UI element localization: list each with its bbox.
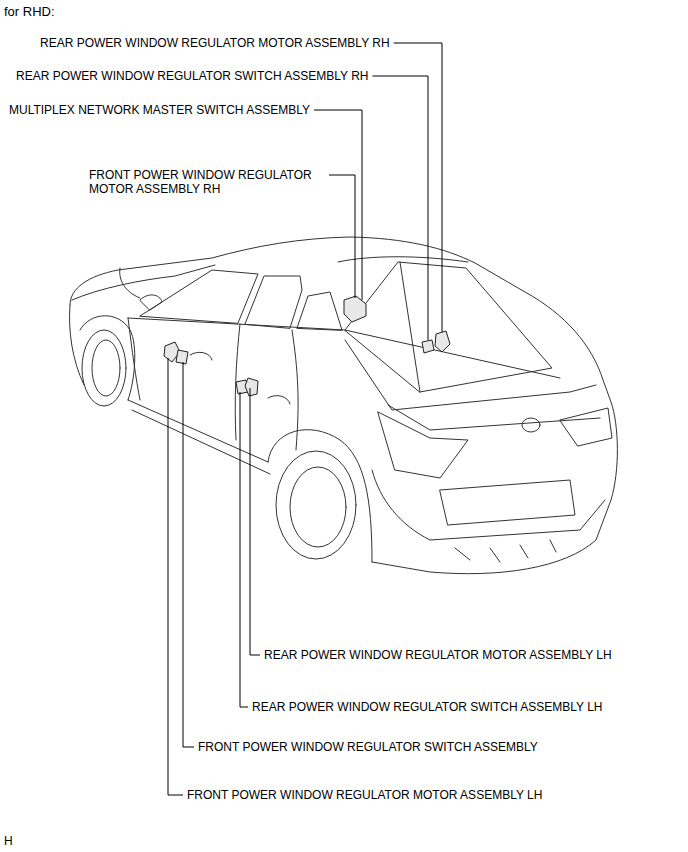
front-wheel xyxy=(92,340,120,396)
rear-wheel-arch xyxy=(268,430,372,562)
leader-line xyxy=(329,175,355,298)
leader-line xyxy=(314,110,362,300)
part-name: FRONT POWER WINDOW REGULATOR MOTOR ASSEM… xyxy=(187,788,542,802)
heading: for RHD: xyxy=(4,4,55,19)
watermark: H xyxy=(4,834,13,848)
rear-bumper xyxy=(440,480,575,525)
tail-light xyxy=(560,408,612,446)
roof-line xyxy=(338,257,468,262)
part-name: FRONT POWER WINDOW REGULATOR MOTOR ASSEM… xyxy=(89,168,325,196)
switch-part xyxy=(422,340,434,353)
leader-line xyxy=(250,388,260,655)
rear-bumper xyxy=(372,470,605,540)
part-name: REAR POWER WINDOW REGULATOR SWITCH ASSEM… xyxy=(252,700,603,714)
door-line xyxy=(128,318,140,400)
part-name: REAR POWER WINDOW REGULATOR MOTOR ASSEMB… xyxy=(40,36,390,50)
leader-line xyxy=(183,362,194,747)
car-beltline xyxy=(128,318,560,378)
rear-quarter-window xyxy=(297,292,342,330)
rear-emblem xyxy=(522,418,540,432)
rear-window xyxy=(345,262,552,392)
c-pillar xyxy=(400,262,420,392)
leader-line xyxy=(372,76,428,340)
leader-line xyxy=(168,358,183,795)
rear-door-window xyxy=(245,276,302,328)
car-body xyxy=(70,237,617,574)
part-name: FRONT POWER WINDOW REGULATOR SWITCH ASSE… xyxy=(198,740,538,754)
car-fender xyxy=(120,268,140,298)
front-wheel-arch xyxy=(80,316,135,400)
part-name: REAR POWER WINDOW REGULATOR SWITCH ASSEM… xyxy=(16,69,368,83)
car-sill xyxy=(132,410,270,474)
trunk-lid xyxy=(345,340,596,410)
front-wheel xyxy=(82,330,126,406)
front-door-window xyxy=(140,270,258,323)
part-name: REAR POWER WINDOW REGULATOR MOTOR ASSEMB… xyxy=(264,648,612,662)
door-handle xyxy=(268,396,290,404)
car-hood xyxy=(72,265,215,300)
rear-wheel xyxy=(276,451,356,559)
rear-wheel xyxy=(290,467,346,547)
side-mirror xyxy=(140,295,162,310)
leader-line xyxy=(394,43,442,332)
part-name: MULTIPLEX NETWORK MASTER SWITCH ASSEMBLY xyxy=(9,103,310,117)
tail-light xyxy=(378,412,468,478)
diffuser xyxy=(455,540,556,562)
motor-part xyxy=(435,331,450,352)
motor-part xyxy=(245,378,258,396)
master-switch-part xyxy=(344,296,366,322)
leader-line xyxy=(240,392,248,707)
door-handle xyxy=(190,352,212,360)
switch-part xyxy=(176,350,188,364)
car-sill xyxy=(128,400,268,462)
